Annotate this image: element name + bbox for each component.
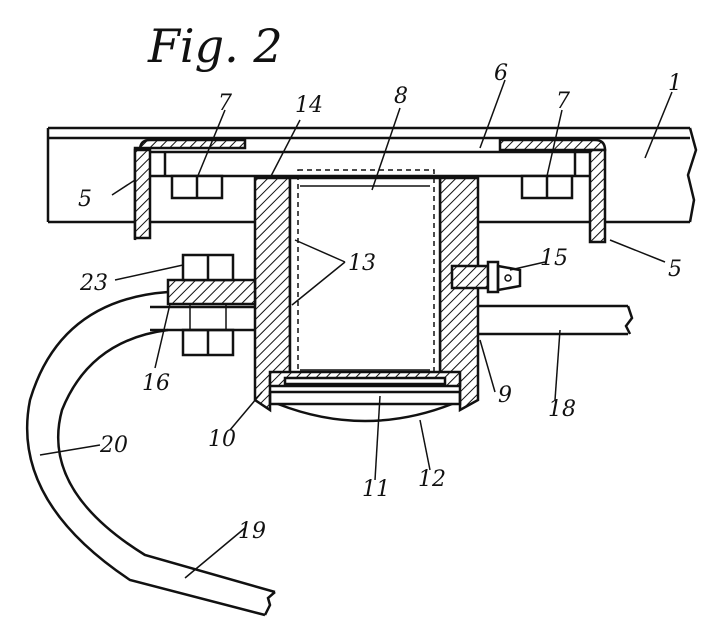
hose-20 [27, 292, 275, 615]
label-8: 8 [394, 84, 408, 109]
label-18: 18 [548, 397, 576, 422]
label-7-right: 7 [556, 89, 570, 114]
label-16: 16 [142, 371, 170, 396]
label-7-left: 7 [218, 91, 232, 116]
label-15: 15 [540, 246, 568, 271]
label-9: 9 [498, 383, 512, 408]
figure-title: Fig. 2 [147, 19, 283, 73]
label-5-left: 5 [78, 187, 92, 212]
set-screw-15 [452, 262, 520, 292]
tube-18 [478, 306, 632, 334]
plate-6 [150, 152, 590, 176]
cap-11-12 [270, 372, 460, 421]
nut-left-7 [172, 176, 222, 198]
label-5-right: 5 [668, 257, 682, 282]
nut-right-7 [522, 176, 572, 198]
label-13: 13 [348, 251, 376, 276]
label-6: 6 [494, 61, 508, 86]
bracket-left-leg [135, 150, 150, 238]
label-20: 20 [99, 433, 128, 458]
label-14: 14 [295, 93, 323, 118]
flange-16 [168, 280, 255, 304]
label-11: 11 [362, 477, 390, 502]
label-12: 12 [418, 467, 446, 492]
label-10: 10 [208, 427, 236, 452]
lower-plate [150, 307, 255, 330]
label-23: 23 [79, 271, 108, 296]
label-1: 1 [668, 71, 682, 96]
bracket-right-leg [590, 150, 605, 242]
label-19: 19 [238, 519, 266, 544]
